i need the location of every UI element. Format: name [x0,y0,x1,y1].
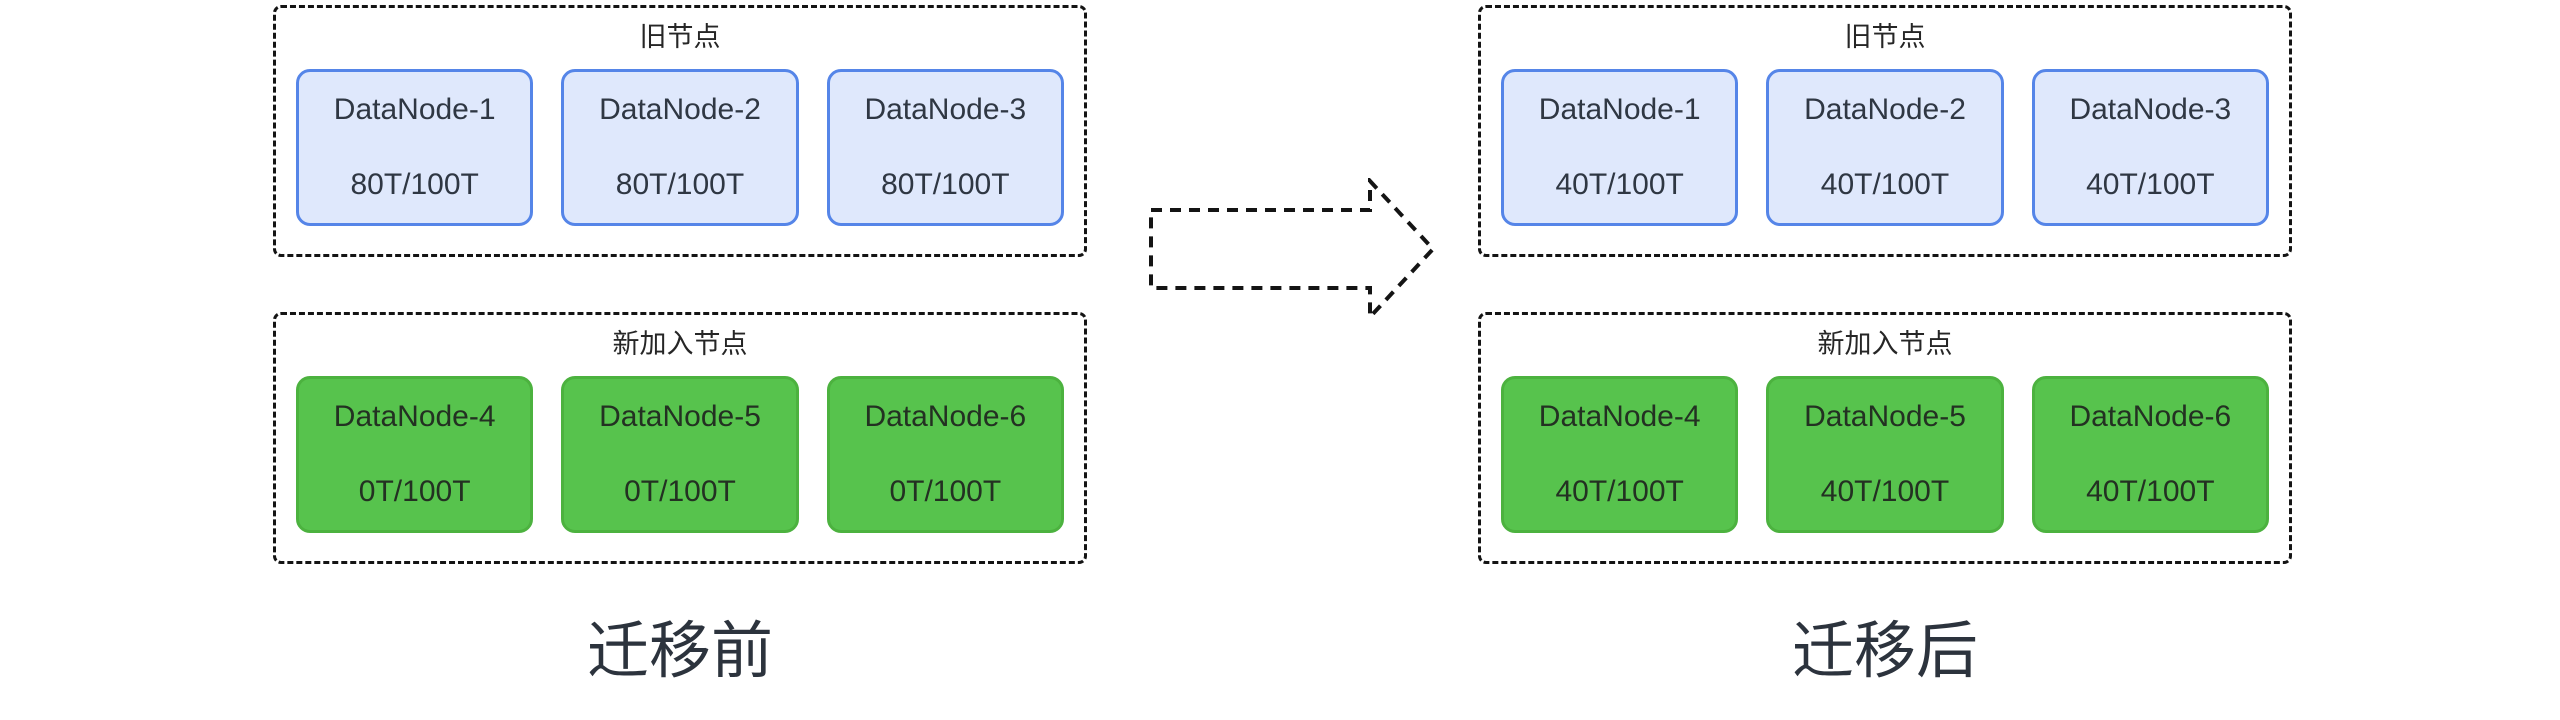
node-name: DataNode-4 [333,400,496,433]
group-title: 新加入节点 [612,329,748,359]
node-name: DataNode-1 [1538,93,1701,126]
node-card: DataNode-4 40T/100T [1501,376,1739,533]
node-usage: 40T/100T [1820,168,1950,201]
node-usage: 0T/100T [358,475,471,508]
node-card: DataNode-4 0T/100T [296,376,534,533]
node-card: DataNode-2 80T/100T [561,69,799,226]
node-card: DataNode-1 80T/100T [296,69,534,226]
panel-caption-after: 迁移后 [1791,617,1978,686]
node-usage: 0T/100T [624,475,736,508]
node-name: DataNode-3 [864,93,1027,126]
group-title: 旧节点 [1844,22,1926,52]
node-usage: 40T/100T [1820,475,1950,508]
group-old-nodes-before: 旧节点 DataNode-1 80T/100T DataNode-2 80T/1… [273,5,1087,257]
node-card: DataNode-3 40T/100T [2031,69,2269,226]
node-row: DataNode-1 80T/100T DataNode-2 80T/100T … [296,69,1064,226]
panel-after-migration: 旧节点 DataNode-1 40T/100T DataNode-2 40T/1… [1478,5,2292,690]
group-old-nodes-after: 旧节点 DataNode-1 40T/100T DataNode-2 40T/1… [1478,5,2292,257]
node-name: DataNode-6 [864,400,1027,433]
node-usage: 40T/100T [1555,168,1684,201]
group-title: 旧节点 [639,22,721,52]
node-name: DataNode-6 [2069,400,2232,433]
node-card: DataNode-3 80T/100T [826,69,1064,226]
node-row: DataNode-1 40T/100T DataNode-2 40T/100T … [1501,69,2269,226]
node-usage: 40T/100T [2086,475,2215,508]
node-row: DataNode-4 40T/100T DataNode-5 40T/100T … [1501,376,2269,533]
panel-caption-before: 迁移前 [586,617,773,686]
migration-arrow-icon [1148,175,1436,323]
node-name: DataNode-3 [2069,93,2232,126]
node-row: DataNode-4 0T/100T DataNode-5 0T/100T Da… [296,376,1064,533]
node-name: DataNode-2 [599,93,761,126]
group-new-nodes-after: 新加入节点 DataNode-4 40T/100T DataNode-5 40T… [1478,312,2292,564]
node-name: DataNode-5 [1804,400,1966,433]
node-card: DataNode-1 40T/100T [1501,69,1739,226]
group-title: 新加入节点 [1817,329,1953,359]
node-card: DataNode-6 0T/100T [826,376,1064,533]
node-name: DataNode-4 [1538,400,1701,433]
node-usage: 80T/100T [881,168,1010,201]
node-usage: 0T/100T [889,475,1002,508]
node-card: DataNode-5 0T/100T [561,376,799,533]
node-card: DataNode-6 40T/100T [2031,376,2269,533]
node-name: DataNode-5 [599,400,761,433]
node-usage: 40T/100T [2086,168,2215,201]
node-name: DataNode-1 [333,93,496,126]
node-usage: 40T/100T [1555,475,1684,508]
node-usage: 80T/100T [350,168,479,201]
node-name: DataNode-2 [1804,93,1966,126]
node-usage: 80T/100T [615,168,745,201]
node-card: DataNode-5 40T/100T [1766,376,2004,533]
node-card: DataNode-2 40T/100T [1766,69,2004,226]
panel-before-migration: 旧节点 DataNode-1 80T/100T DataNode-2 80T/1… [273,5,1087,690]
group-new-nodes-before: 新加入节点 DataNode-4 0T/100T DataNode-5 0T/1… [273,312,1087,564]
